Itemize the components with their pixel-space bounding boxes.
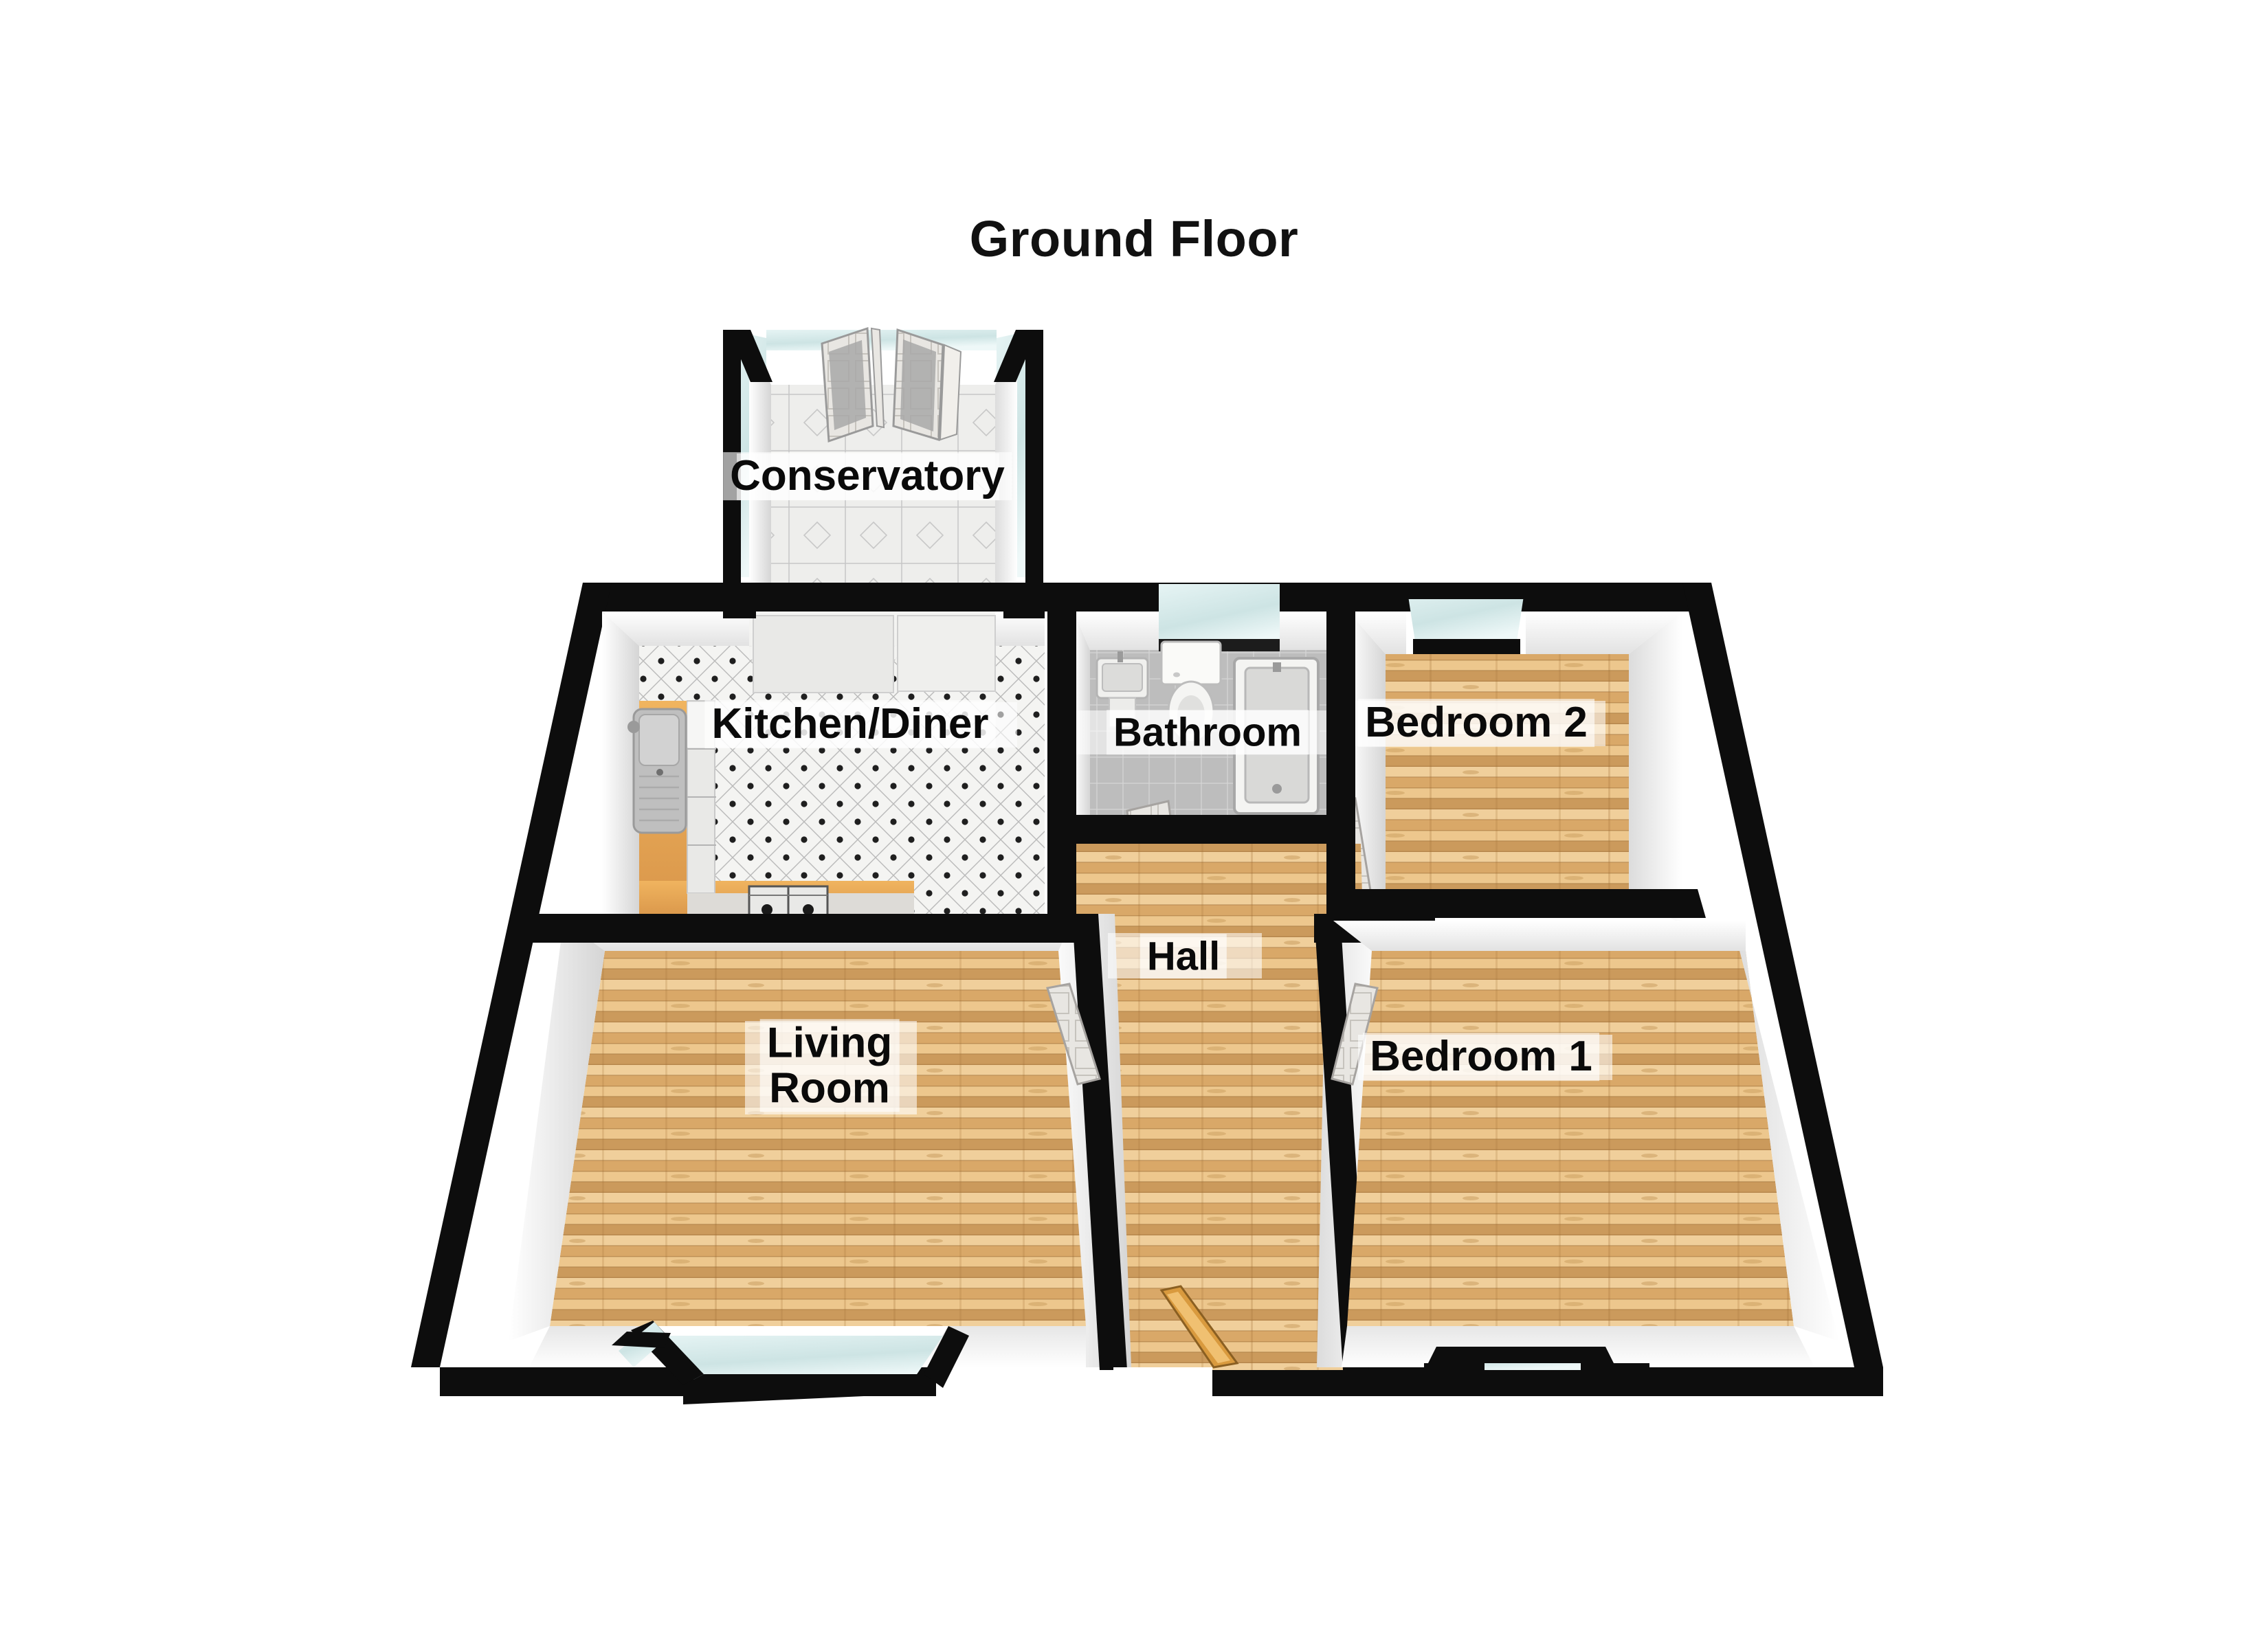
page-title: Ground Floor (969, 210, 1299, 267)
room-bedroom-1 (1331, 921, 1839, 1385)
wall-bathroom-bottom (1047, 815, 1355, 844)
room-label-bedroom-2: Bedroom 2 (1358, 699, 1594, 747)
bathroom-wall-top-left (1074, 612, 1159, 650)
kitchen-hob (748, 885, 829, 919)
bedroom2-door[interactable] (1332, 797, 1372, 896)
wall-bedroom2-bottom (1326, 889, 1706, 918)
kitchen-cabinet-panel (897, 615, 996, 692)
bathroom-window-sill (1159, 639, 1280, 651)
bedroom1-wall-bottom (1342, 1326, 1814, 1367)
living-room-bay-window (631, 1321, 969, 1404)
living-bay-frame-right (924, 1326, 969, 1388)
bedroom2-wall-right (1629, 612, 1682, 925)
wall-nib-conservatory-left (723, 583, 756, 618)
conservatory-post-right (1025, 330, 1043, 598)
front-door[interactable] (1159, 1285, 1239, 1369)
kitchen-floor (639, 646, 1045, 914)
exterior-wall-bottom-right (1210, 1367, 1883, 1396)
kitchen-worktop-panel (753, 615, 894, 693)
living-room-partition-top (522, 914, 1072, 943)
bedroom2-wall-left (1348, 612, 1386, 921)
exterior-walls (411, 583, 1883, 1396)
conservatory-glass-wall-top (766, 330, 997, 350)
wall-kitchen-bottom (591, 914, 1076, 943)
bedroom2-wall-top-left (1348, 612, 1406, 654)
kitchen-counter-left (639, 701, 687, 914)
wall-kitchen-bathroom (1047, 612, 1076, 914)
conservatory-frame-right (994, 330, 1038, 382)
bedroom2-wall-top-right (1526, 612, 1682, 654)
living-bay-frame-bottom (683, 1374, 924, 1404)
exterior-wall-bottom-left (440, 1367, 936, 1396)
exterior-wall-top (583, 583, 1711, 612)
living-room-side-window (612, 1322, 671, 1367)
hall-partition-left (946, 914, 1072, 943)
kitchen-counter-bottom (639, 881, 914, 918)
bedroom1-wall-right (1732, 921, 1839, 1341)
kitchen-base-units-bottom (687, 893, 914, 921)
hall-wall-right (1317, 914, 1381, 1367)
living-room-wall-left (509, 921, 605, 1341)
room-label-hall: Hall (1139, 934, 1227, 979)
room-kitchen-diner (602, 612, 1045, 929)
exterior-wall-right (1682, 583, 1883, 1367)
room-label-bathroom: Bathroom (1107, 710, 1309, 755)
living-room-wall-bottom (529, 1326, 1086, 1367)
bedroom1-wall-top (1333, 921, 1746, 951)
room-bedroom-2 (1332, 583, 1682, 925)
bathroom-window (1159, 584, 1280, 650)
wall-nib-conservatory-right (1003, 583, 1045, 618)
kitchen-sink (627, 708, 687, 834)
bedroom1-floor (1347, 951, 1794, 1326)
room-label-living-room: Living Room (759, 1019, 900, 1112)
bathroom-door[interactable] (1126, 800, 1182, 904)
kitchen-conservatory-opening (749, 612, 995, 660)
living-room-door[interactable] (1046, 983, 1101, 1086)
front-door-threshold (1113, 1367, 1212, 1398)
bedroom2-floor (1386, 654, 1629, 893)
living-bay-glass (643, 1336, 943, 1382)
hall-wall-left (1050, 914, 1131, 1367)
bedroom2-wall-bottom (1348, 889, 1682, 918)
room-label-conservatory: Conservatory (723, 452, 1012, 500)
hall-wall-right-black (1314, 914, 1369, 1370)
hall-wall-left-black (1072, 914, 1127, 1370)
conservatory-door-leaf-3[interactable] (892, 328, 944, 441)
living-bay-frame-left (631, 1321, 704, 1385)
conservatory-frame-left (729, 330, 772, 382)
bedroom1-window (1424, 1347, 1649, 1385)
conservatory-door-leaf-2[interactable] (870, 327, 885, 429)
bathroom-wall-top-right (1280, 612, 1343, 650)
wall-bathroom-bedroom2 (1326, 612, 1355, 914)
bathroom-wall-bottom (1074, 815, 1326, 844)
room-label-kitchen-diner: Kitchen/Diner (704, 700, 996, 748)
kitchen-wall-left (602, 612, 639, 929)
hall-partition-right (1314, 914, 1435, 943)
room-hall (946, 837, 1435, 1398)
bedroom2-bay-window (1406, 583, 1526, 646)
hall-floor (1058, 844, 1375, 1367)
kitchen-wall-top (602, 612, 1045, 646)
bedroom2-bay-window-frame-top (1406, 583, 1526, 599)
bathroom-wall-left (1074, 612, 1090, 834)
conservatory-door-leaf-4[interactable] (939, 344, 962, 441)
room-living-room (509, 914, 1101, 1404)
living-room-floor (550, 951, 1086, 1326)
bedroom2-bay-window-sill (1413, 639, 1520, 654)
room-label-bedroom-1: Bedroom 1 (1363, 1033, 1599, 1081)
exterior-wall-left (411, 583, 612, 1367)
bathroom-wall-right (1326, 612, 1343, 834)
hall-floor-upper (1069, 837, 1368, 1370)
living-bay-inner (639, 1326, 948, 1377)
living-room-wall-top (564, 921, 1072, 951)
conservatory-door-leaf-1[interactable] (821, 326, 874, 443)
interior-walls (591, 583, 1706, 943)
